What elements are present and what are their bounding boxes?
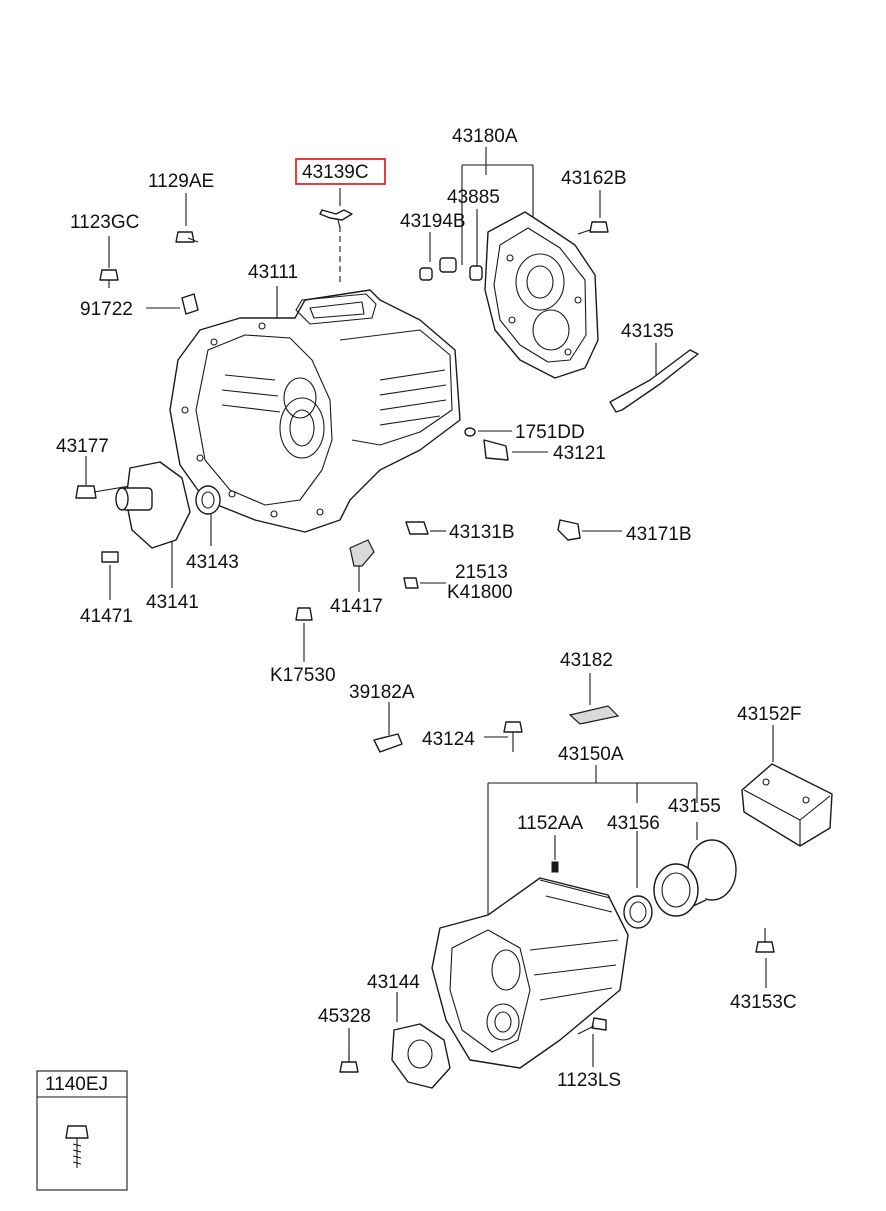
label-K41800: K41800 (447, 582, 513, 603)
label-41471: 41471 (80, 606, 133, 627)
seal-43156 (623, 895, 653, 929)
dowel-pins (419, 257, 483, 281)
cover-43152F (741, 763, 833, 847)
label-43153C: 43153C (730, 992, 797, 1013)
extension-housing-43150A (431, 877, 629, 1069)
clutch-housing-43111 (169, 289, 461, 533)
label-41417: 41417 (330, 596, 383, 617)
dust-cover-43155 (653, 839, 737, 917)
label-1129AE: 1129AE (148, 171, 214, 192)
boot-41417 (349, 539, 375, 567)
front-retainer-43141 (115, 461, 191, 549)
bracket-39182A (373, 733, 403, 753)
label-43155: 43155 (668, 796, 721, 817)
highlight-box-43139C (295, 158, 386, 185)
label-43194B: 43194B (400, 211, 466, 232)
clip-91722 (181, 293, 199, 315)
bolt-1152AA (551, 861, 559, 873)
label-43171B: 43171B (626, 524, 692, 545)
small-parts (403, 519, 581, 589)
label-43135: 43135 (621, 321, 674, 342)
label-43139C: 43139C (302, 162, 369, 183)
label-43180A: 43180A (452, 126, 518, 147)
label-K17530: K17530 (270, 665, 336, 686)
label-43885: 43885 (447, 187, 500, 208)
oil-seal-43143 (195, 485, 221, 515)
part-labels: 43180A 43139C 43885 43162B 1129AE 43194B… (45, 126, 801, 1095)
wedge-43182 (568, 705, 620, 725)
label-43144: 43144 (367, 972, 420, 993)
label-43111: 43111 (248, 262, 298, 283)
label-1123LS: 1123LS (557, 1070, 621, 1091)
label-1140EJ: 1140EJ (45, 1074, 108, 1095)
gasket-43144 (391, 1023, 451, 1089)
leader-lines (36, 147, 774, 1191)
label-39182A: 39182A (349, 682, 415, 703)
label-43141: 43141 (146, 592, 199, 613)
label-43124: 43124 (422, 729, 475, 750)
bolts (65, 221, 775, 1168)
label-1152AA: 1152AA (517, 813, 584, 834)
o-ring-1751DD (464, 427, 476, 437)
label-43182: 43182 (560, 650, 613, 671)
label-91722: 91722 (80, 299, 133, 320)
label-43131B: 43131B (449, 522, 515, 543)
label-43152F: 43152F (737, 704, 801, 725)
label-43121: 43121 (553, 443, 606, 464)
label-1751DD: 1751DD (515, 422, 585, 443)
label-43150A: 43150A (558, 744, 624, 765)
label-43156: 43156 (607, 813, 660, 834)
label-45328: 45328 (318, 1006, 371, 1027)
label-43162B: 43162B (561, 168, 627, 189)
label-43177: 43177 (56, 436, 109, 457)
guide-43135 (609, 349, 699, 413)
label-21513: 21513 (455, 562, 508, 583)
breather-43139C (319, 209, 353, 229)
label-1123GC: 1123GC (70, 212, 139, 233)
adapter-plate-43180A (484, 211, 599, 379)
label-43143: 43143 (186, 552, 239, 573)
